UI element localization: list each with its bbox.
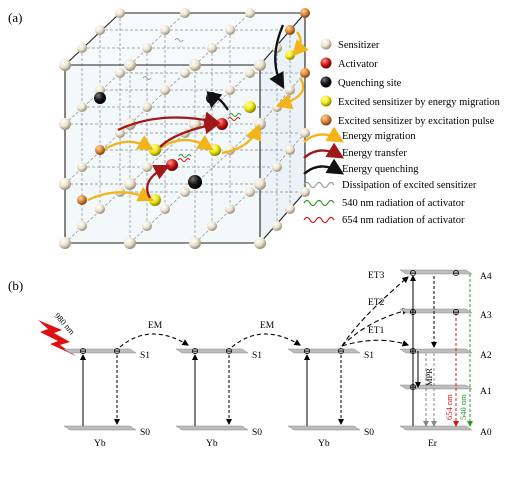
et-arrows <box>341 276 410 347</box>
green-wave-swatch <box>303 199 335 207</box>
activator-swatch <box>320 57 332 69</box>
legend-sensitizer: Sensitizer <box>338 40 380 51</box>
er-level-system: ⊖ ⊖ ⊖ ⊖ ⊖ ⊖ MPR 654 nm 540 nm A4 A3 A2 A… <box>399 269 492 449</box>
legend-excited-pulse: Excited sensitizer by excitation pulse <box>338 116 495 127</box>
quenching-swatch <box>320 76 332 88</box>
legend-activator: Activator <box>338 59 378 70</box>
electron-icon: ⊖ <box>409 269 417 279</box>
yb3-ion-label: Yb <box>318 439 330 449</box>
lattice-waves <box>142 38 242 162</box>
electron-icon: ⊖ <box>191 347 199 357</box>
yb2-s0-label: S0 <box>252 428 262 438</box>
er-a3-label: A3 <box>480 311 492 321</box>
er-a4-label: A4 <box>480 272 492 282</box>
yb1-ion-label: Yb <box>94 439 106 449</box>
electron-icon: ⊖ <box>409 347 417 357</box>
legend-654nm: 654 nm radiation of activator <box>342 215 465 226</box>
electron-icon: ⊖ <box>409 308 417 318</box>
yb-level-2: ⊖ ⊖ S1 S0 Yb <box>175 347 262 449</box>
crystal-lattice-cube <box>64 12 307 244</box>
electron-icon: ⊖ <box>452 308 460 318</box>
legend-540nm: 540 nm radiation of activator <box>342 198 465 209</box>
legend-energy-transfer: Energy transfer <box>342 148 407 159</box>
migration-arrow-swatch <box>303 126 345 143</box>
transfer-arrow-swatch <box>303 142 345 159</box>
er-a1-label: A1 <box>480 387 492 397</box>
et1-label: ET1 <box>368 326 385 336</box>
red-emission-label: 654 nm <box>444 394 454 420</box>
electron-icon: ⊖ <box>452 269 460 279</box>
electron-icon: ⊖ <box>225 347 233 357</box>
excited-migration-swatch <box>320 95 332 107</box>
legend-energy-quenching: Energy quenching <box>342 164 419 175</box>
panel-b-label: (b) <box>8 278 23 293</box>
yb2-ion-label: Yb <box>206 439 218 449</box>
legend-excited-migration: Excited sensitizer by energy migration <box>338 97 501 108</box>
electron-icon: ⊖ <box>79 347 87 357</box>
dissipation-wave-swatch <box>303 181 335 189</box>
excited-pulse-swatch <box>320 114 332 126</box>
er-a2-label: A2 <box>480 351 492 361</box>
et3-label: ET3 <box>368 271 385 281</box>
legend-energy-migration: Energy migration <box>342 131 416 142</box>
lattice-arrows <box>87 24 309 202</box>
mpr-label: MPR <box>424 368 434 386</box>
yb1-s0-label: S0 <box>140 428 150 438</box>
electron-icon: ⊖ <box>337 347 345 357</box>
excitation-lightning-icon <box>38 320 76 356</box>
excitation-label: 980 nm <box>53 311 78 337</box>
yb-level-1: ⊖ ⊖ S1 S0 Yb <box>63 347 150 449</box>
yb3-s0-label: S0 <box>364 428 374 438</box>
legend: Sensitizer Activator Quenching site Exci… <box>303 38 501 226</box>
panel-a-label: (a) <box>8 10 22 25</box>
er-a0-label: A0 <box>480 428 492 438</box>
yb2-s1-label: S1 <box>252 351 262 361</box>
em-label-1: EM <box>148 321 163 331</box>
electron-icon: ⊖ <box>303 347 311 357</box>
em-arrows <box>119 333 301 348</box>
em-label-2: EM <box>260 321 275 331</box>
electron-icon: ⊖ <box>409 383 417 393</box>
sensitizer-swatch <box>320 38 332 50</box>
legend-dissipation: Dissipation of excited sensitizer <box>342 180 477 191</box>
red-wave-swatch <box>303 216 335 224</box>
green-emission-label: 540 nm <box>458 394 468 420</box>
et2-label: ET2 <box>368 298 385 308</box>
yb-level-3: ⊖ ⊖ S1 S0 Yb <box>287 347 374 449</box>
electron-icon: ⊖ <box>113 347 121 357</box>
yb3-s1-label: S1 <box>364 351 374 361</box>
legend-quenching-site: Quenching site <box>338 78 402 89</box>
er-ion-label: Er <box>428 439 438 449</box>
yb1-s1-label: S1 <box>140 351 150 361</box>
quench-arrow-swatch <box>303 158 345 175</box>
